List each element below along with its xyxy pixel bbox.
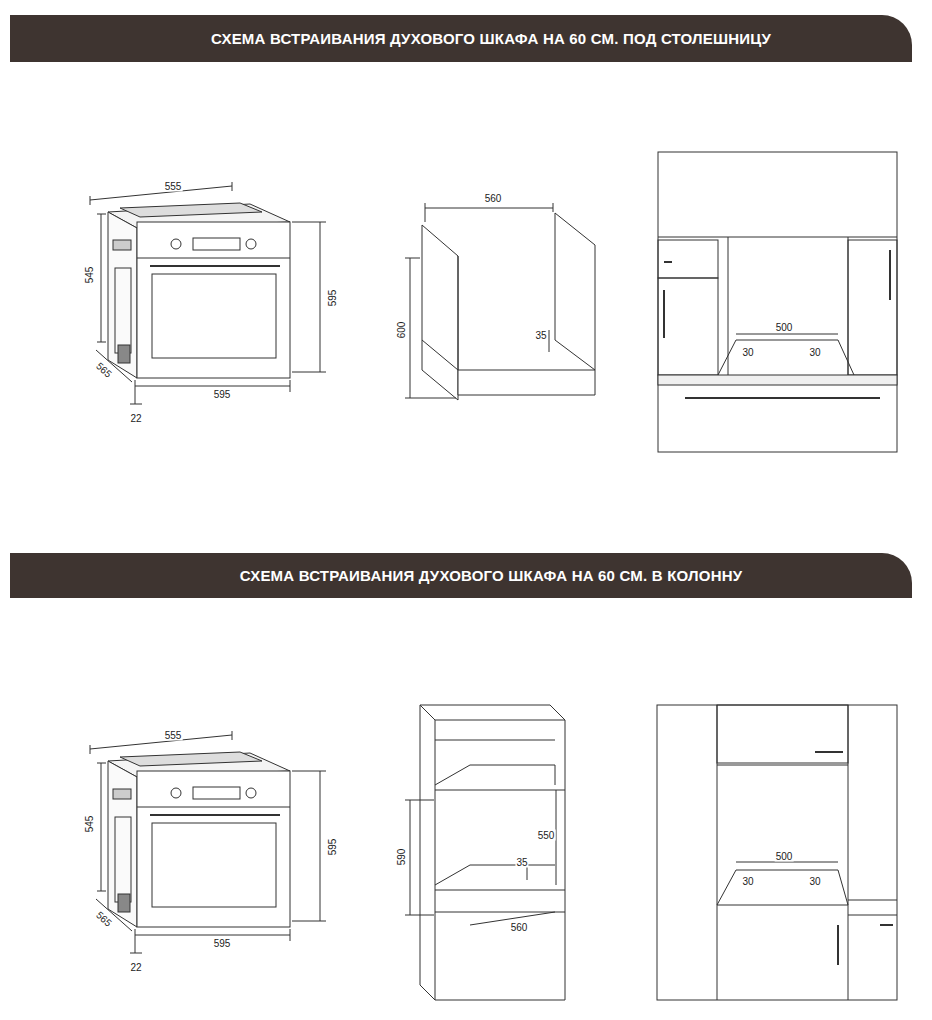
line-art <box>718 340 854 375</box>
line-art <box>658 375 897 385</box>
line-art <box>435 720 436 1000</box>
dimension-label: 555 <box>164 730 183 741</box>
line-art <box>837 925 839 965</box>
dimension-label: 35 <box>534 330 547 341</box>
line-art <box>880 924 893 926</box>
dimension-label: 30 <box>741 876 754 887</box>
line-art <box>658 240 718 278</box>
kitchen-view <box>657 705 897 1000</box>
line-art <box>435 912 565 913</box>
line-art <box>736 334 838 335</box>
line-art <box>717 705 848 763</box>
dimension-label: 590 <box>396 848 407 867</box>
dimension-label: 560 <box>484 193 503 204</box>
oven-drawing <box>90 182 326 404</box>
line-art <box>815 751 843 753</box>
line-art <box>458 256 459 370</box>
line-art <box>889 250 891 300</box>
line-art <box>425 203 426 222</box>
line-art <box>422 225 458 400</box>
dimension-label: 500 <box>775 851 794 862</box>
line-art <box>405 398 456 399</box>
line-art <box>658 278 718 375</box>
line-art <box>420 705 435 720</box>
dimension-label: 600 <box>396 321 407 340</box>
dimension-label: 595 <box>213 389 232 400</box>
line-art <box>657 705 897 1000</box>
line-art <box>435 765 555 785</box>
dimension-label: 500 <box>775 322 794 333</box>
dimension-label: 565 <box>93 909 114 930</box>
line-art <box>420 705 565 1000</box>
dimension-label: 545 <box>84 815 95 834</box>
line-art <box>658 152 897 452</box>
dimension-label: 550 <box>537 830 556 841</box>
cabinet-drawing <box>405 203 595 400</box>
line-art <box>556 790 557 885</box>
dimension-label: 560 <box>510 922 529 933</box>
line-art <box>425 208 553 209</box>
section-title: СХЕМА ВСТРАИВАНИЯ ДУХОВОГО ШКАФА НА 60 С… <box>211 30 771 47</box>
dimension-label: 565 <box>93 360 114 381</box>
title-band: СХЕМА ВСТРАИВАНИЯ ДУХОВОГО ШКАФА НА 60 С… <box>10 553 912 598</box>
line-art <box>549 330 550 352</box>
dimension-label: 30 <box>741 347 754 358</box>
line-art <box>410 800 411 915</box>
line-art <box>848 915 897 916</box>
line-art <box>458 370 595 395</box>
line-art <box>435 790 565 791</box>
line-art <box>717 905 848 906</box>
line-art <box>685 397 880 399</box>
line-art <box>435 720 565 721</box>
dimension-label: 30 <box>808 347 821 358</box>
line-art <box>435 740 555 741</box>
line-art <box>405 915 434 916</box>
section-title: СХЕМА ВСТРАИВАНИЯ ДУХОВОГО ШКАФА НА 60 С… <box>240 567 743 584</box>
oven-drawing <box>90 731 326 953</box>
title-band: СХЕМА ВСТРАИВАНИЯ ДУХОВОГО ШКАФА НА 60 С… <box>10 15 912 62</box>
dimension-label: 595 <box>327 289 338 308</box>
dimension-label: 22 <box>129 962 142 973</box>
dimension-label: 595 <box>327 838 338 857</box>
dimension-label: 555 <box>164 181 183 192</box>
kitchen-view <box>658 152 897 452</box>
line-art <box>553 203 554 212</box>
line-art <box>848 237 849 375</box>
line-art <box>658 237 728 238</box>
line-art <box>848 900 897 901</box>
cabinet-drawing <box>405 705 565 1000</box>
line-art <box>555 213 595 370</box>
line-art <box>405 258 420 259</box>
dimension-label: 595 <box>213 938 232 949</box>
dimension-label: 30 <box>808 876 821 887</box>
dimension-label: 545 <box>84 266 95 285</box>
line-art <box>405 800 434 801</box>
dimension-label: 35 <box>515 857 528 868</box>
line-art <box>728 237 848 238</box>
line-art <box>717 870 848 905</box>
line-art <box>435 865 555 885</box>
line-art <box>848 237 897 238</box>
line-art <box>422 340 458 370</box>
line-art <box>410 258 411 398</box>
line-art <box>717 765 848 766</box>
line-art <box>435 890 565 891</box>
line-art <box>736 862 838 863</box>
dimension-label: 22 <box>129 413 142 424</box>
line-art <box>848 240 897 375</box>
line-art <box>664 261 672 263</box>
line-art <box>663 290 665 338</box>
